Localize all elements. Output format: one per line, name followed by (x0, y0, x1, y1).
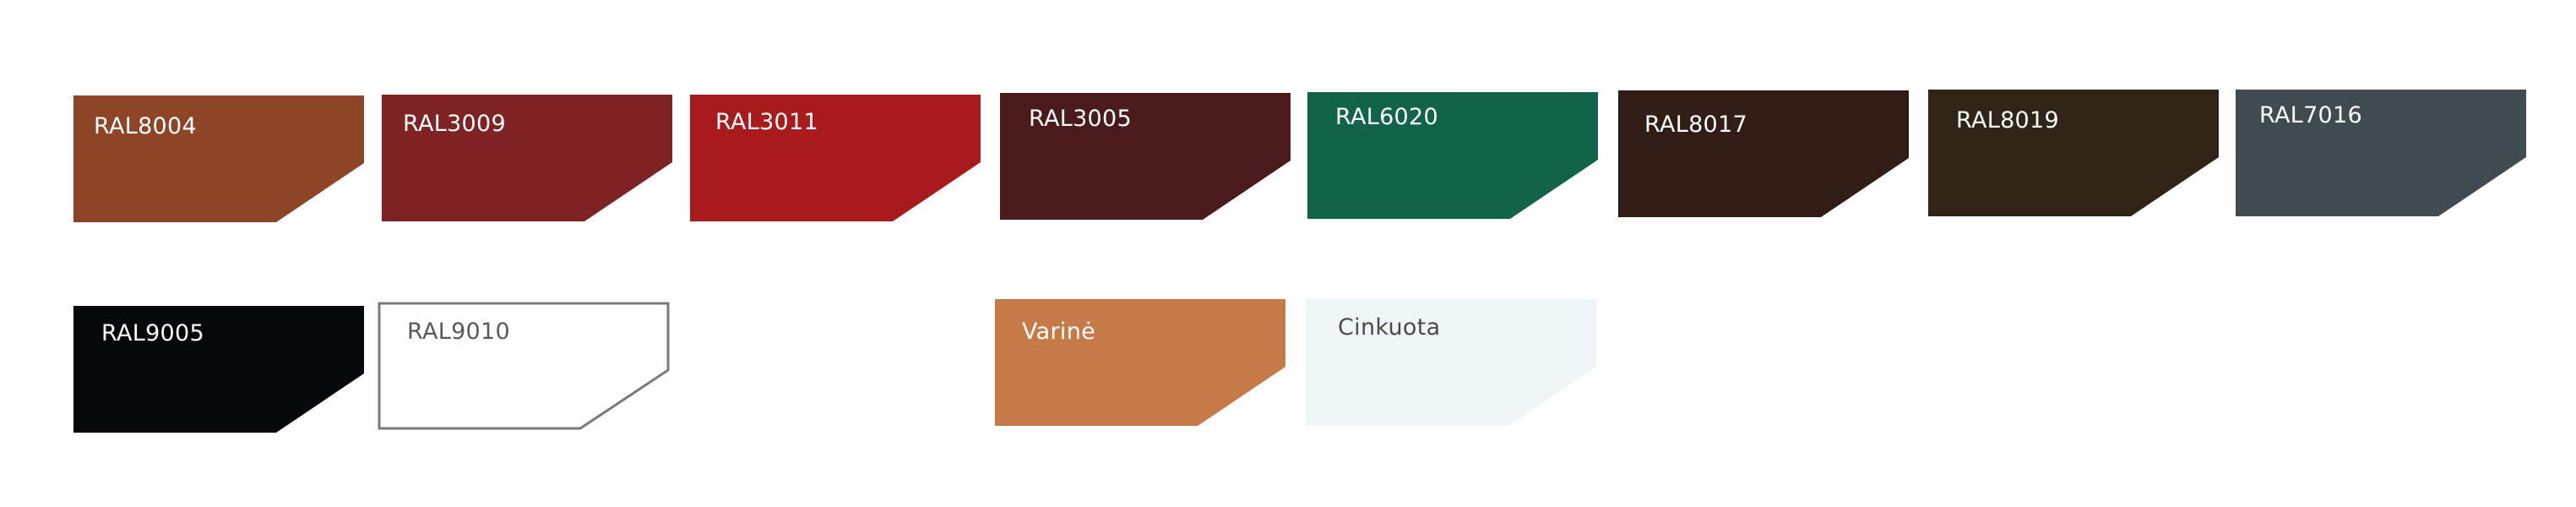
swatch-ral3005[interactable]: RAL3005 (1000, 93, 1291, 220)
swatch-label: Varinė (1022, 319, 1096, 345)
swatch-shape (2236, 90, 2526, 216)
swatch-shape (1618, 90, 1909, 217)
swatch-shape (1000, 93, 1291, 220)
swatch-ral9005[interactable]: RAL9005 (73, 306, 364, 433)
swatch-label: RAL8017 (1644, 112, 1747, 138)
swatch-ral8019[interactable]: RAL8019 (1928, 90, 2219, 216)
swatch-shape (378, 302, 670, 430)
swatch-label: RAL7016 (2259, 102, 2362, 128)
swatch-ral6020[interactable]: RAL6020 (1307, 92, 1598, 219)
swatch-ral8004[interactable]: RAL8004 (73, 95, 364, 222)
swatch-ral3011[interactable]: RAL3011 (690, 95, 981, 221)
swatch-label: RAL3005 (1029, 106, 1132, 132)
swatch-varine[interactable]: Varinė (995, 299, 1285, 426)
swatch-ral7016[interactable]: RAL7016 (2236, 90, 2526, 216)
swatch-label: RAL8004 (94, 113, 197, 139)
swatch-shape (1928, 90, 2219, 216)
swatch-label: RAL9010 (407, 319, 510, 345)
swatch-label: RAL3011 (715, 109, 818, 135)
swatch-ral8017[interactable]: RAL8017 (1618, 90, 1909, 217)
swatch-ral3009[interactable]: RAL3009 (382, 95, 672, 221)
swatch-label: RAL3009 (403, 111, 506, 137)
swatch-shape (73, 95, 364, 222)
swatch-label: Cinkuota (1338, 314, 1441, 341)
swatch-shape (690, 95, 981, 221)
swatch-shape (995, 299, 1285, 426)
swatch-shape (1307, 92, 1598, 219)
swatch-shape (73, 306, 364, 433)
swatch-label: RAL8019 (1956, 107, 2059, 134)
swatch-shape (1306, 299, 1596, 426)
swatch-label: RAL6020 (1335, 104, 1438, 130)
swatch-ral9010[interactable]: RAL9010 (378, 302, 670, 430)
swatch-label: RAL9005 (101, 320, 204, 346)
swatch-cinkuota[interactable]: Cinkuota (1306, 299, 1596, 426)
swatch-shape (382, 95, 672, 221)
